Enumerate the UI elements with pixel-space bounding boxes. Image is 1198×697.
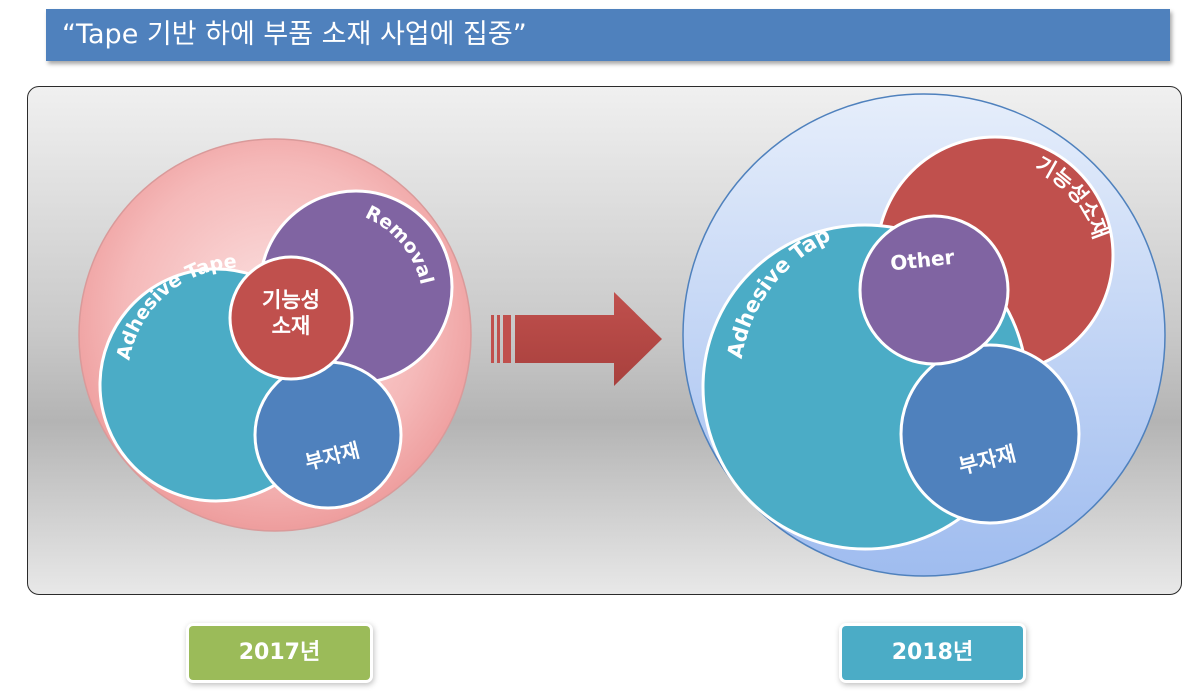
diagram-panel: Adhesive Tape Removal 기능성 소재 부자재 Adhesiv… [27, 86, 1182, 595]
title-bar: “Tape 기반 하에 부품 소재 사업에 집중” [46, 9, 1170, 61]
diagram-2017: Adhesive Tape Removal 기능성 소재 부자재 [78, 138, 472, 532]
sub-material-circle-2018 [899, 343, 1081, 525]
functional-label-2017-line1: 기능성 [262, 288, 320, 312]
year-label-2017: 2017년 [189, 626, 370, 680]
functional-circle-2017 [228, 255, 354, 381]
other-circle [858, 214, 1010, 366]
year-label-2018: 2018년 [842, 626, 1023, 680]
functional-label-2017-line2: 소재 [272, 314, 311, 338]
page-title: “Tape 기반 하에 부품 소재 사업에 집중” [62, 19, 527, 50]
sub-material-circle-2017 [253, 360, 403, 510]
transition-arrow [491, 292, 662, 386]
diagram-canvas: Adhesive Tape Removal 기능성 소재 부자재 Adhesiv… [28, 87, 1166, 577]
